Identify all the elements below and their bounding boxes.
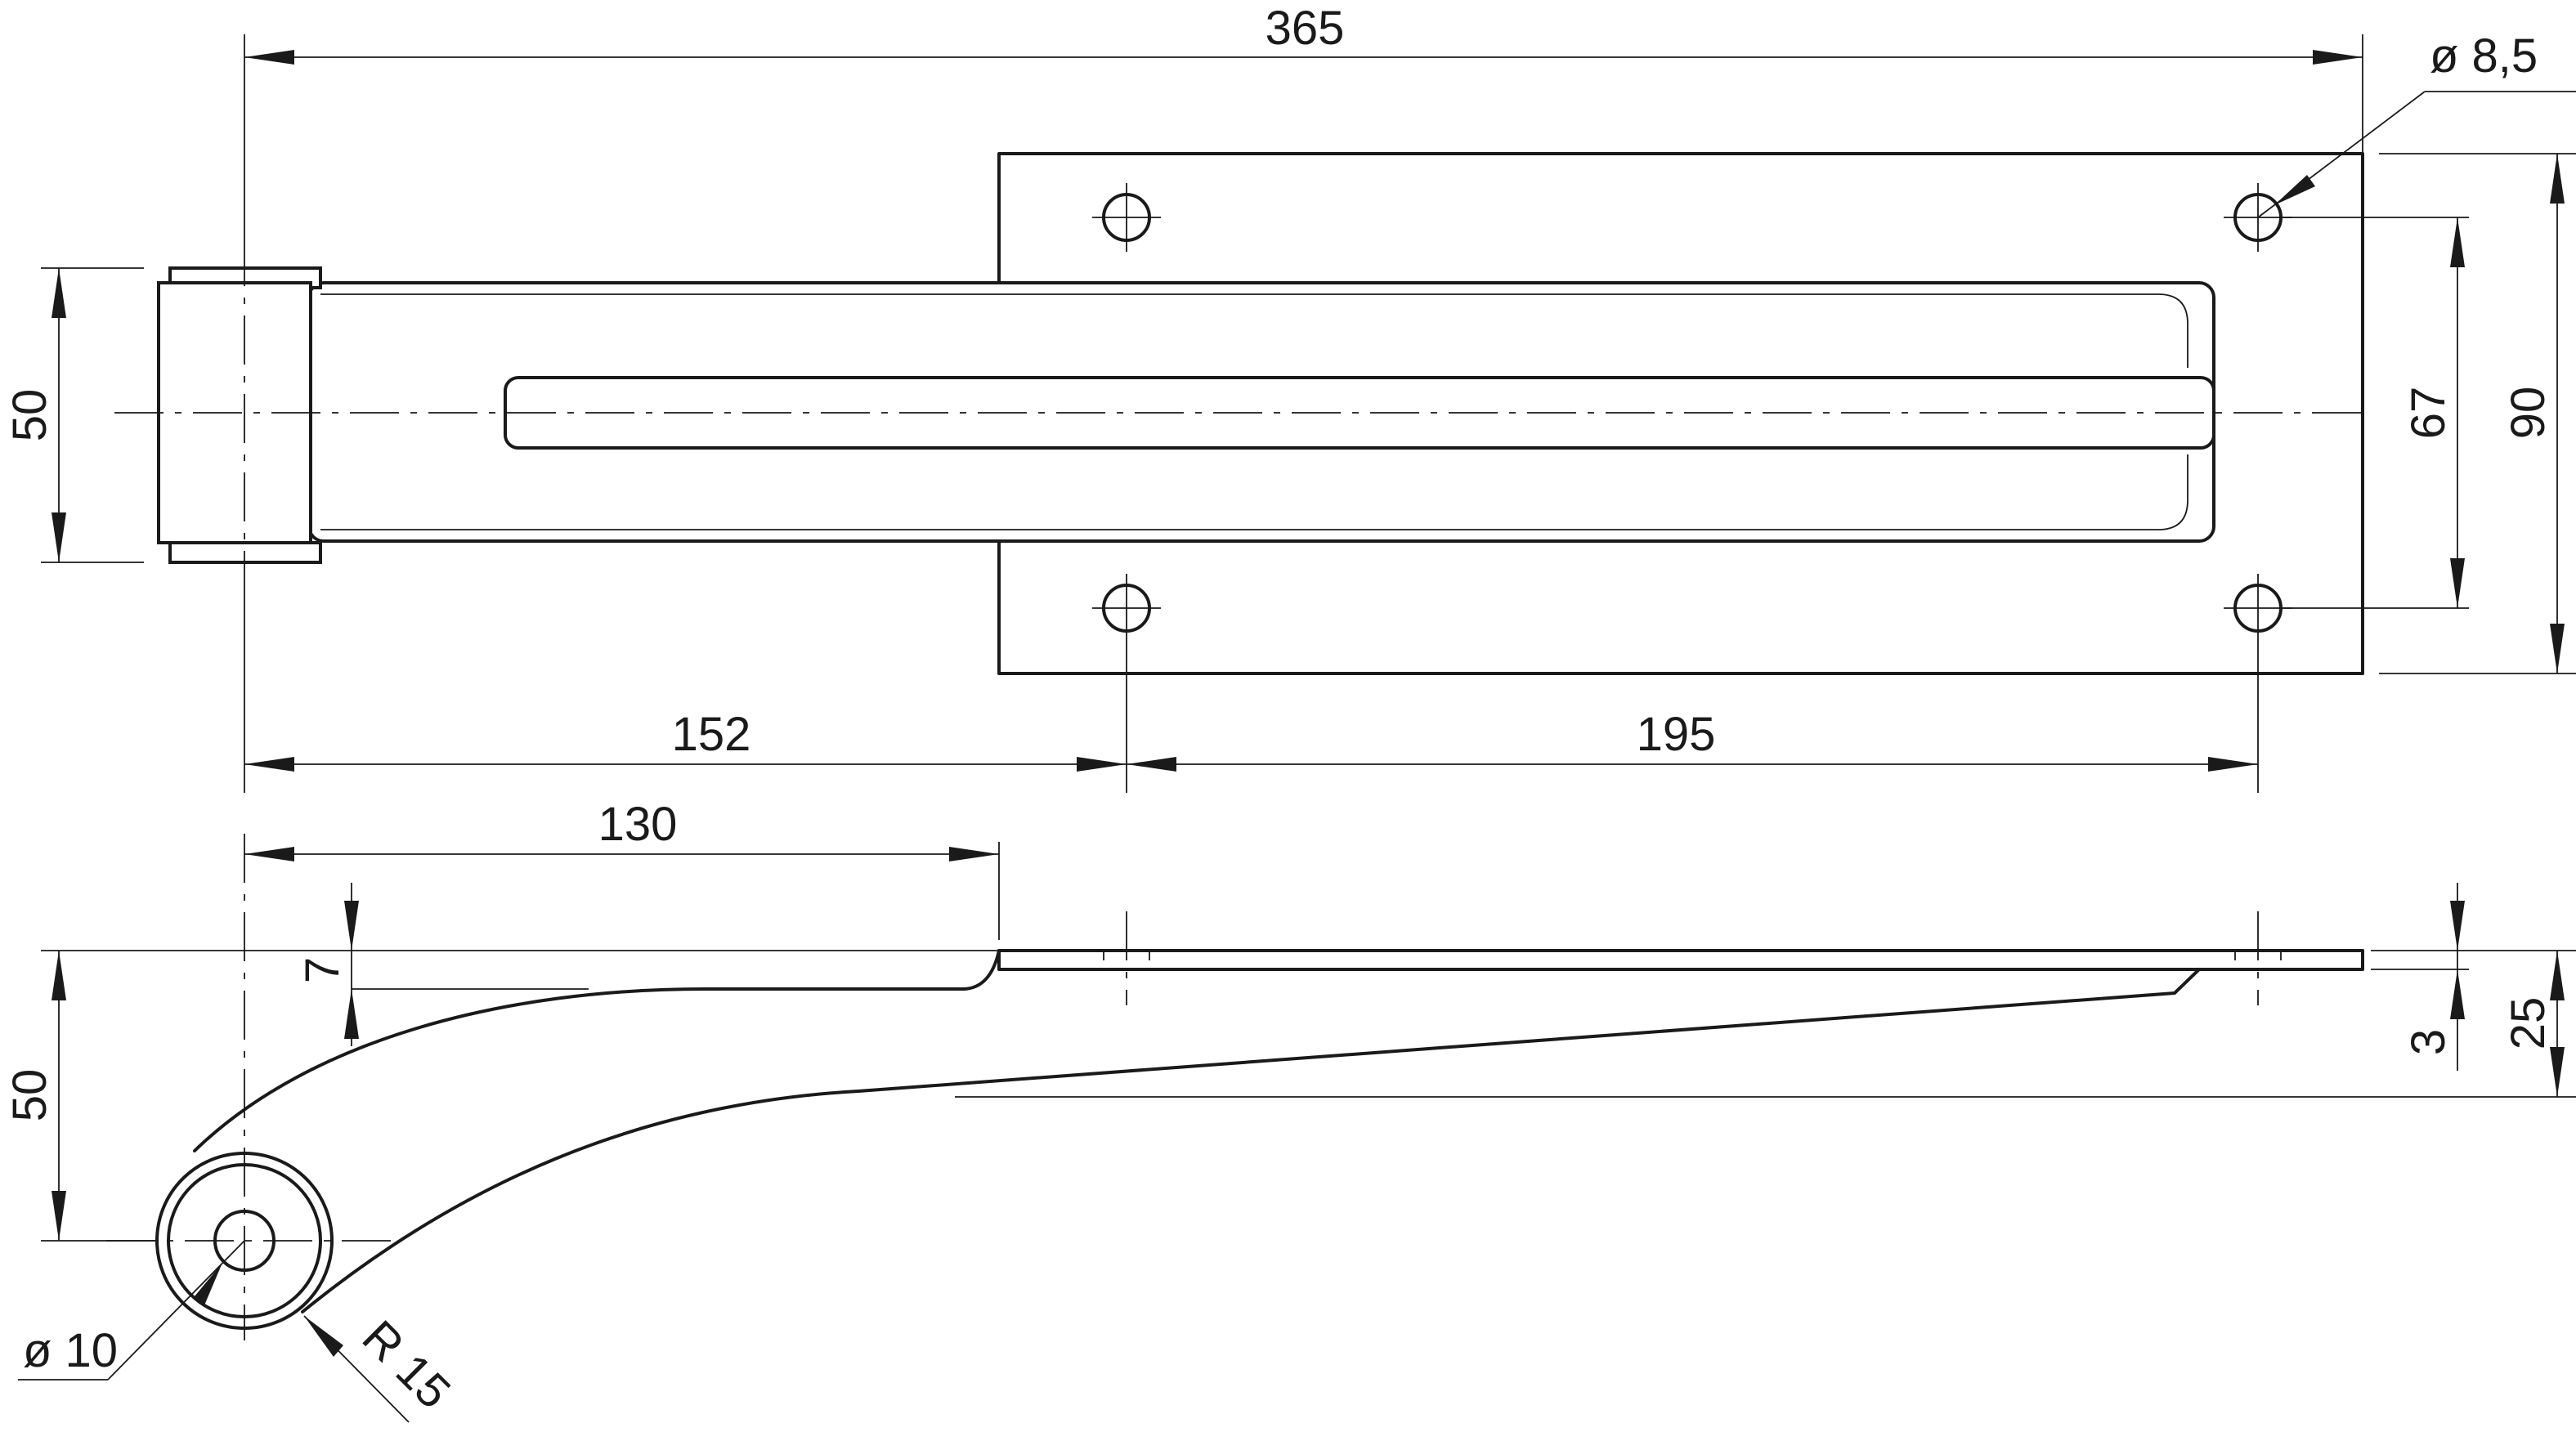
svg-text:90: 90 [2502, 387, 2555, 440]
dim-thickness: 3 [2402, 883, 2465, 1071]
top-extension-lines [41, 34, 2576, 793]
dim-plate-height: 90 [2502, 154, 2565, 673]
dim-pivot-to-plate: 130 [244, 798, 999, 861]
svg-text:67: 67 [2402, 387, 2455, 440]
dim-overall-length: 365 [244, 2, 2363, 65]
svg-text:365: 365 [1266, 2, 1345, 55]
dim-side-height: 50 [3, 951, 66, 1241]
dim-plate-offset: 25 [2502, 951, 2565, 1097]
dim-hole-to-hole: 195 [1127, 708, 2258, 772]
svg-text:195: 195 [1637, 708, 1716, 761]
knuckle-bottom [168, 541, 322, 564]
dim-pivot-to-hole: 152 [244, 708, 1127, 772]
top-view [114, 152, 2364, 675]
svg-text:152: 152 [672, 708, 751, 761]
side-extension-lines [41, 842, 2576, 1242]
svg-text:R 15: R 15 [352, 1310, 461, 1419]
side-view [106, 834, 2364, 1340]
dim-knuckle-height: 50 [3, 268, 66, 562]
svg-text:130: 130 [598, 798, 678, 851]
strap-inner-edge [320, 293, 2188, 530]
svg-text:25: 25 [2502, 997, 2555, 1050]
dim-radius: R 15 [303, 1310, 461, 1423]
svg-text:50: 50 [3, 1069, 56, 1122]
svg-text:50: 50 [3, 389, 56, 442]
strap-slot [504, 376, 2215, 450]
svg-text:3: 3 [2402, 1029, 2455, 1055]
dim-pin-diameter: ø 10 [18, 1240, 245, 1381]
svg-text:7: 7 [296, 957, 349, 983]
svg-text:ø 8,5: ø 8,5 [2430, 29, 2538, 83]
svg-text:ø 10: ø 10 [23, 1324, 118, 1377]
dim-hole-spacing: 67 [2402, 217, 2465, 608]
holes [1092, 183, 2292, 642]
dim-offset: 7 [296, 883, 359, 1046]
arm-upper-edge [193, 949, 1001, 1152]
arm-lower-edge [301, 968, 2201, 1313]
dim-hole-diameter: ø 8,5 [2257, 29, 2576, 218]
side-plate [997, 949, 2364, 971]
